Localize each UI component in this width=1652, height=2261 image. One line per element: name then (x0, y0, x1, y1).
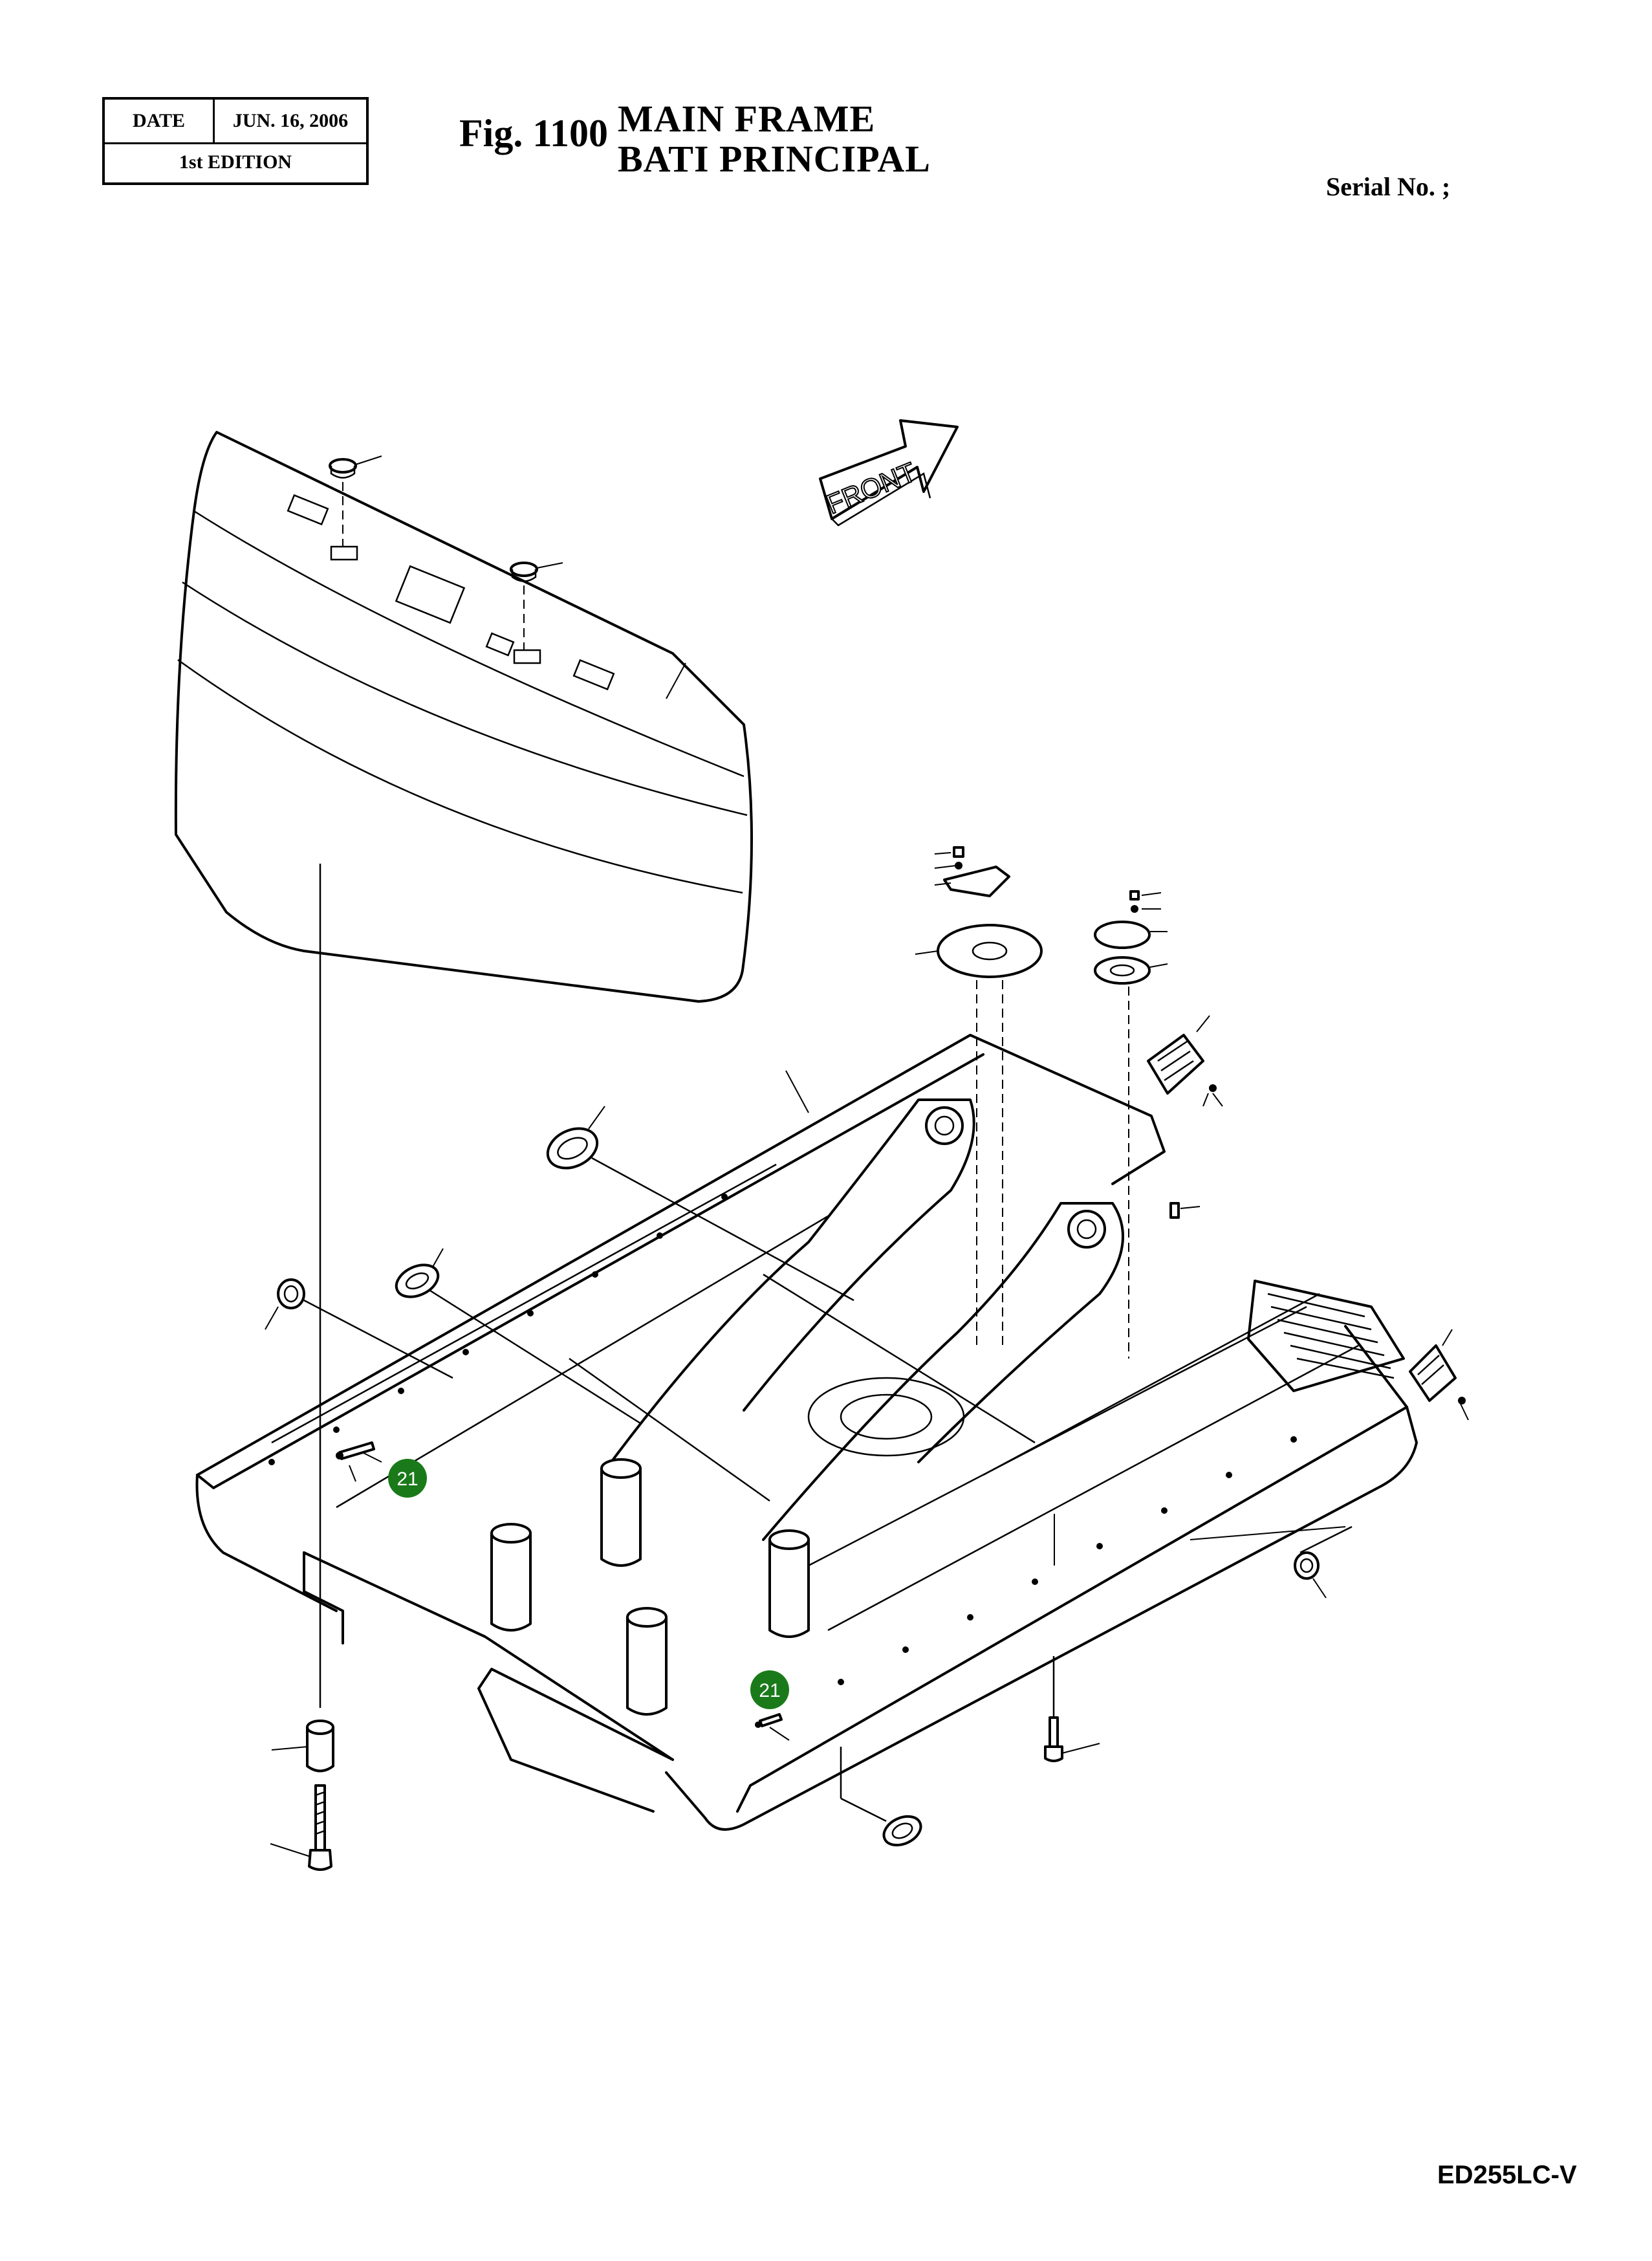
pin-small (1169, 1202, 1201, 1219)
frame-leaders (785, 1070, 1346, 1566)
front-arrow-label: FRONT (822, 457, 920, 520)
main-frame (195, 1034, 1418, 1831)
title-english: MAIN FRAME (618, 98, 876, 140)
lower-fasteners (270, 1441, 1100, 1871)
washer-large (915, 924, 1043, 1346)
callout-21-lower: 21 (750, 1670, 789, 1709)
model-number: ED255LC-V (1437, 2161, 1577, 2189)
date-row: DATE JUN. 16, 2006 (105, 100, 366, 144)
serial-number-label: Serial No. ; (1326, 172, 1451, 201)
date-edition-box: DATE JUN. 16, 2006 1st EDITION (102, 97, 369, 185)
bolt-plate-top (934, 846, 1010, 897)
counterweight (174, 431, 753, 1003)
callout-badge (750, 1670, 789, 1709)
date-label: DATE (105, 100, 215, 142)
grommet-vent-far-right (1409, 1329, 1469, 1421)
grommet-vent-right (1147, 1015, 1223, 1107)
front-arrow: FRONT (819, 419, 959, 527)
frame-holes (268, 1194, 1297, 1685)
cover-plate-right (1094, 890, 1168, 1359)
callout-21-upper: 21 (388, 1459, 427, 1498)
counterweight-lift-caps (329, 455, 563, 650)
callout-number: 21 (397, 1469, 418, 1490)
callout-number: 21 (759, 1680, 780, 1701)
edition-label: 1st EDITION (179, 151, 292, 173)
callout-badge (388, 1459, 427, 1498)
rubber-plugs (265, 1106, 1353, 1847)
title-french: BATI PRINCIPAL (618, 138, 931, 180)
figure-number: Fig. 1100 (459, 112, 609, 155)
upper-parts (915, 846, 1469, 1421)
date-value: JUN. 16, 2006 (232, 110, 349, 131)
